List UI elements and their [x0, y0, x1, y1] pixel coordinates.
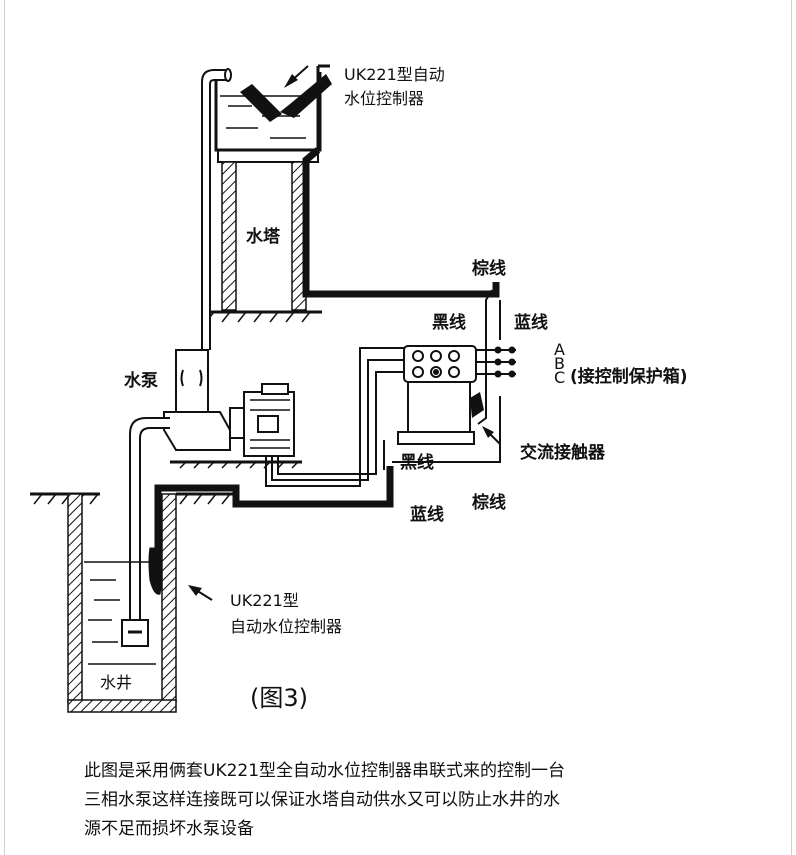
wiring-diagram: UK221型自动 水位控制器 水塔 棕线 黑线 蓝线 A B C (接控制保护箱…: [30, 64, 688, 713]
caption-line-1: 此图是采用俩套UK221型全自动水位控制器串联式来的控制一台: [84, 761, 566, 781]
label-controller-bottom-2: 自动水位控制器: [230, 617, 342, 636]
label-well: 水井: [100, 673, 132, 692]
label-controller-top-2: 水位控制器: [344, 89, 424, 108]
label-control-box: (接控制保护箱): [570, 366, 688, 387]
caption: 此图是采用俩套UK221型全自动水位控制器串联式来的控制一台 三相水泵这样连接既…: [84, 757, 684, 844]
label-controller-bottom-1: UK221型: [230, 591, 299, 610]
page-frame: [4, 0, 792, 855]
label-phase-a: A: [554, 340, 565, 359]
label-blue-wire-bottom: 蓝线: [410, 504, 444, 525]
tower-level-controller: [240, 64, 500, 298]
label-contactor: 交流接触器: [520, 442, 606, 463]
label-controller-top-1: UK221型自动: [344, 65, 445, 84]
caption-line-2: 三相水泵这样连接既可以保证水塔自动供水又可以防止水井的水: [84, 790, 560, 810]
label-black-wire-bottom: 黑线: [400, 452, 434, 473]
label-pump: 水泵: [124, 370, 158, 391]
caption-line-3: 源不足而损坏水泵设备: [84, 819, 254, 839]
phase-terminals: [433, 346, 516, 378]
supply-pipe: [201, 68, 232, 350]
label-blue-wire-top: 蓝线: [514, 312, 548, 333]
water-pump: [121, 349, 231, 647]
ac-contactor: [397, 345, 484, 445]
label-phase-c: C: [554, 368, 565, 387]
label-black-wire-top: 黑线: [432, 312, 466, 333]
label-brown-wire-top: 棕线: [472, 258, 506, 279]
label-phase-b: B: [554, 354, 565, 373]
contactor-arrow: [482, 426, 501, 445]
figure-label: (图3): [250, 684, 308, 712]
label-water-tower: 水塔: [246, 226, 281, 247]
water-tower: [204, 72, 322, 323]
electric-motor: [170, 383, 302, 469]
water-well: [30, 492, 236, 713]
well-controller-arrow: [188, 585, 213, 601]
wiring: [148, 289, 516, 595]
label-brown-wire-bottom: 棕线: [472, 492, 506, 513]
